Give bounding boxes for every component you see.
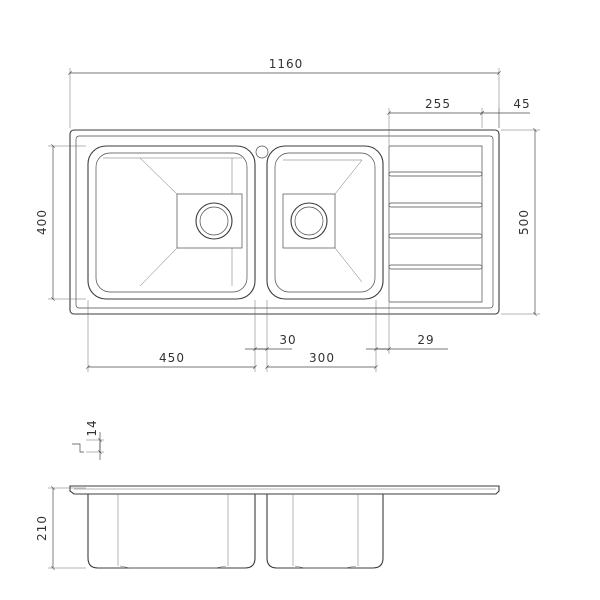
large-bowl bbox=[87, 145, 256, 300]
tap-hole bbox=[255, 145, 269, 159]
drainer bbox=[388, 145, 483, 303]
dimension-gap: 30 bbox=[245, 300, 296, 372]
side-large-bowl bbox=[87, 494, 256, 569]
label-bowl-height: 400 bbox=[35, 209, 49, 235]
label-large-bowl-width: 450 bbox=[159, 351, 185, 365]
side-rim bbox=[69, 485, 500, 495]
small-bowl-drain bbox=[290, 202, 328, 240]
side-small-bowl bbox=[266, 494, 384, 569]
dimension-large-bowl-width: 450 bbox=[86, 300, 257, 372]
dimension-drainer-edge: 45 bbox=[480, 97, 530, 128]
label-small-bowl-width: 300 bbox=[309, 351, 335, 365]
dimension-small-bowl-width: 300 bbox=[265, 300, 378, 372]
sink-inner-rim bbox=[75, 135, 494, 309]
dimension-overall-width: 1160 bbox=[68, 57, 501, 128]
drainer-groove bbox=[388, 202, 483, 208]
label-height: 500 bbox=[517, 209, 531, 235]
drainer-groove bbox=[388, 264, 483, 270]
rim-thickness-detail: 14 bbox=[72, 419, 104, 460]
dimension-height: 500 bbox=[501, 128, 540, 316]
dimension-depth: 210 bbox=[35, 486, 86, 570]
top-view bbox=[69, 129, 500, 315]
label-rim-thickness: 14 bbox=[85, 419, 99, 436]
side-view bbox=[69, 485, 500, 569]
drainer-groove bbox=[388, 171, 483, 177]
small-bowl bbox=[266, 145, 384, 300]
dimension-drainer-offset: 29 bbox=[366, 303, 448, 354]
label-gap: 30 bbox=[279, 333, 296, 347]
drainer-groove bbox=[388, 233, 483, 239]
dimension-bowl-height: 400 bbox=[35, 144, 86, 301]
label-drainer-edge: 45 bbox=[513, 97, 530, 111]
sink-outer-rim bbox=[69, 129, 500, 315]
label-drainer-width: 255 bbox=[425, 97, 451, 111]
label-overall-width: 1160 bbox=[269, 57, 304, 71]
dimension-drainer-width: 255 bbox=[387, 97, 484, 145]
label-depth: 210 bbox=[35, 515, 49, 541]
label-drainer-offset: 29 bbox=[417, 333, 434, 347]
large-bowl-drain bbox=[195, 202, 233, 240]
